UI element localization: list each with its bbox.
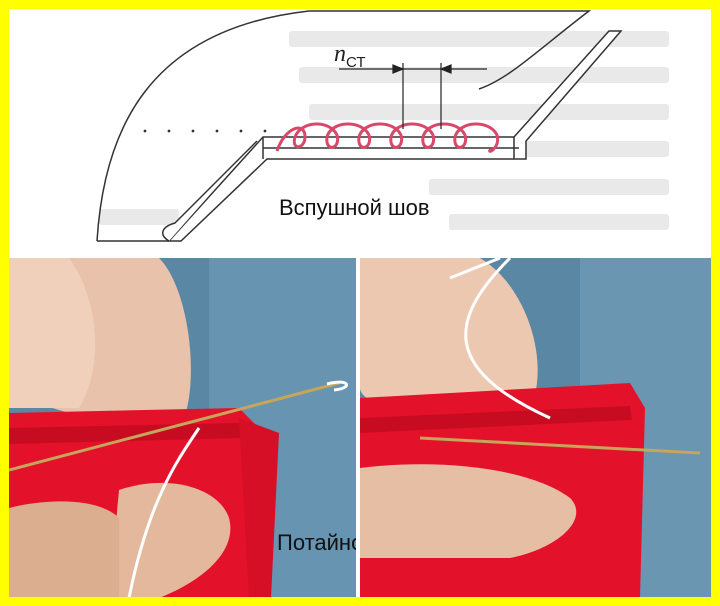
finger-bottom (109, 482, 231, 597)
dotted-line (143, 129, 267, 133)
needle (419, 436, 701, 455)
photo-divider (356, 258, 360, 597)
photo-left: Потайной шов (9, 258, 356, 597)
diagram-caption: Вспушной шов (279, 195, 430, 220)
seam-diagram: nСТ Вспушной шов (9, 9, 711, 259)
photo-caption: Потайной шов (277, 530, 356, 555)
thread (127, 380, 348, 597)
needle (9, 381, 340, 472)
hem-layers (162, 30, 623, 242)
seam-diagram-drawing (96, 10, 669, 242)
dimension-marker (339, 63, 487, 129)
stitch-length-label: nСТ (334, 41, 366, 71)
finger-bottom (360, 464, 577, 558)
thread (449, 258, 551, 420)
photo-right (360, 258, 711, 597)
loop-stitches (275, 122, 500, 153)
finger-top (360, 258, 538, 418)
fabric-outline (96, 10, 592, 242)
